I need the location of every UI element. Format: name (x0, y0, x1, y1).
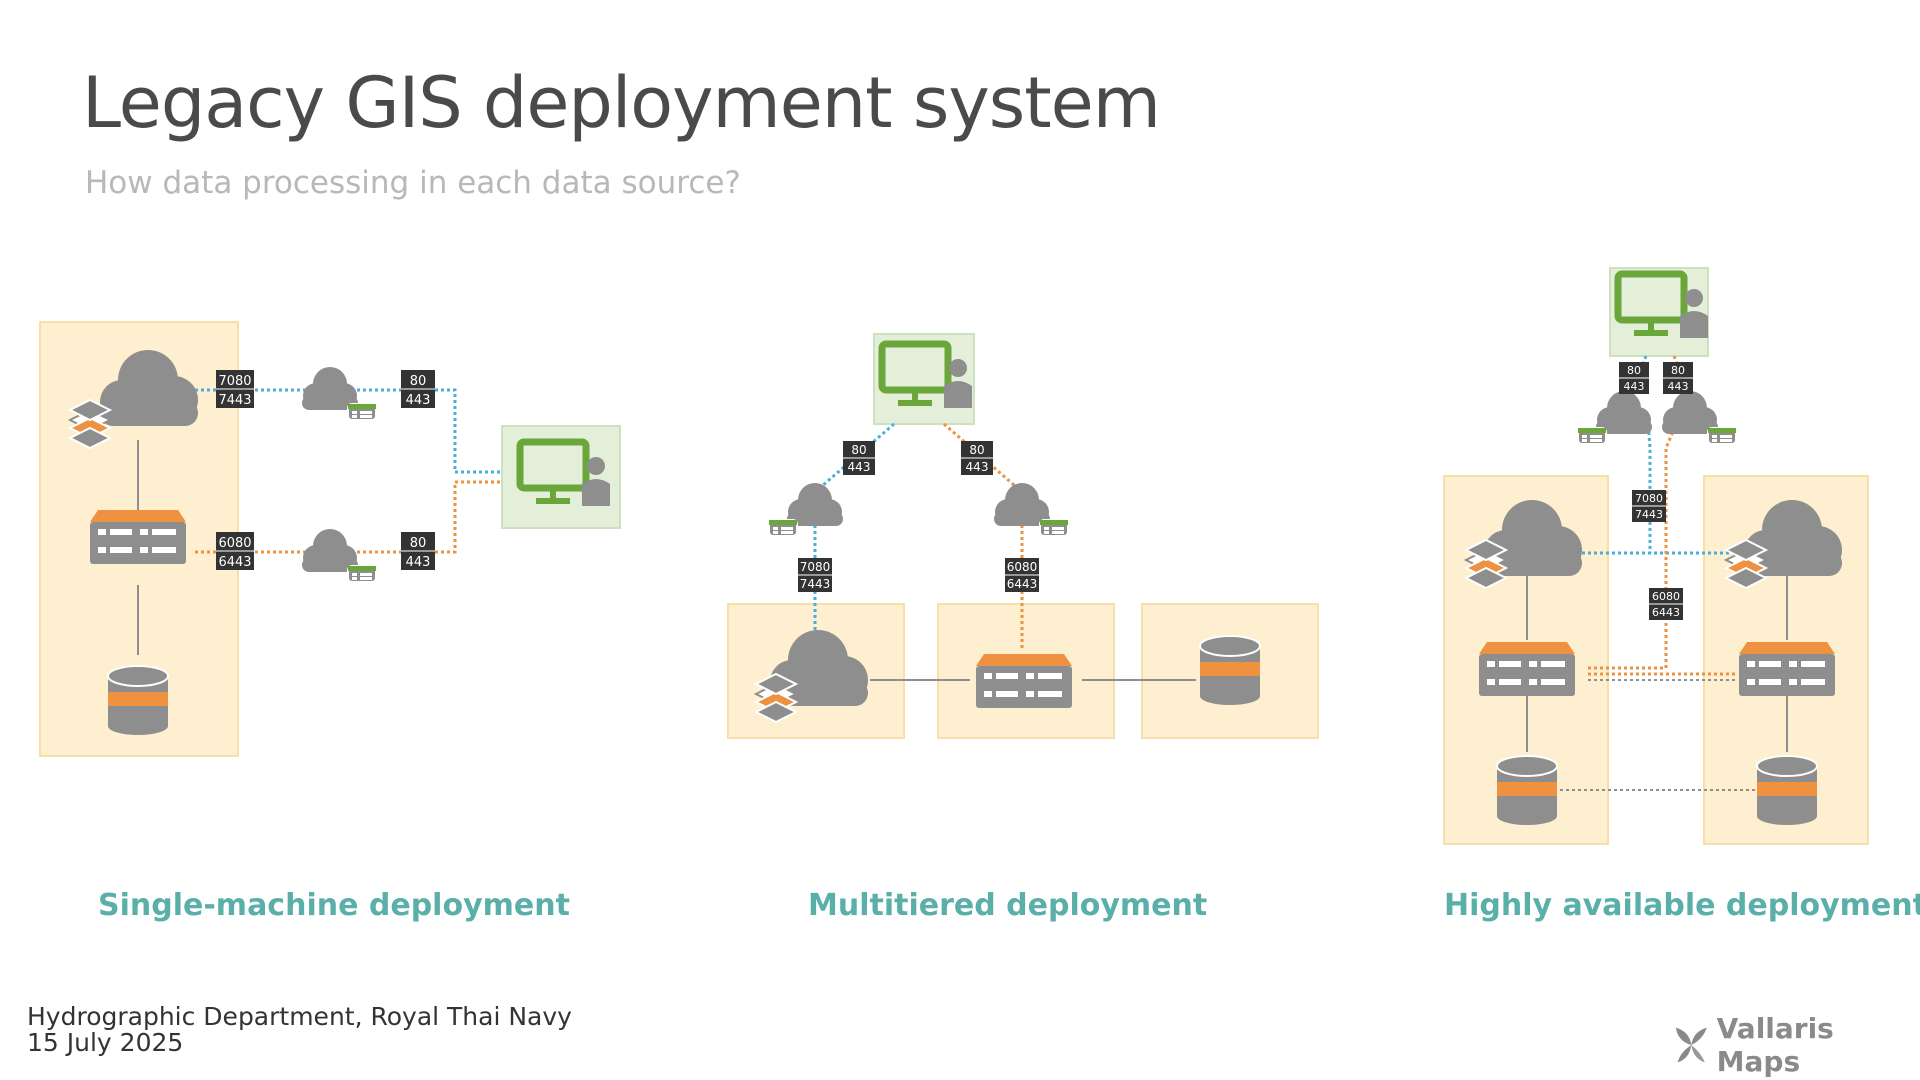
port-label: 80 443 (1663, 362, 1693, 394)
data-layers-icon (69, 399, 111, 449)
web-adaptor-cloud-icon (768, 482, 844, 537)
multitiered-diagram (727, 333, 1319, 739)
port-top: 7080 (800, 560, 831, 574)
port-bottom: 6443 (1652, 606, 1680, 619)
server-icon (1479, 642, 1575, 696)
database-icon (1199, 635, 1261, 706)
port-top: 6080 (1007, 560, 1038, 574)
port-label: 80 443 (401, 532, 435, 570)
port-bottom: 6443 (1007, 577, 1038, 591)
port-bottom: 443 (966, 460, 989, 474)
port-bottom: 7443 (218, 393, 251, 408)
server-icon (976, 654, 1072, 708)
port-top: 80 (969, 443, 984, 457)
port-label: 7080 7443 (798, 558, 832, 592)
port-bottom: 443 (1668, 380, 1689, 393)
server-icon (1739, 642, 1835, 696)
web-adaptor-cloud-icon (301, 528, 377, 583)
port-bottom: 443 (406, 393, 431, 408)
footer-date: 15 July 2025 (27, 1028, 184, 1057)
port-bottom: 443 (848, 460, 871, 474)
single-machine-caption: Single-machine deployment (98, 888, 570, 923)
port-top: 80 (1627, 364, 1641, 377)
page-title: Legacy GIS deployment system (82, 62, 1161, 144)
port-label: 6080 6443 (216, 532, 254, 570)
highly-available-caption: Highly available deployment (1444, 888, 1920, 923)
port-label: 7080 7443 (216, 370, 254, 408)
brand-logo: Vallaris Maps (1672, 1012, 1920, 1078)
port-label: 6080 6443 (1005, 558, 1039, 592)
single-machine-diagram (39, 321, 621, 757)
footer-organization: Hydrographic Department, Royal Thai Navy (27, 1002, 572, 1031)
port-bottom: 443 (1624, 380, 1645, 393)
web-adaptor-cloud-icon (993, 482, 1069, 537)
web-adaptor-server-icon (90, 510, 186, 564)
port-label: 6080 6443 (1649, 588, 1683, 620)
page-subtitle: How data processing in each data source? (85, 165, 741, 201)
highly-available-diagram (1443, 267, 1869, 845)
port-bottom: 443 (406, 555, 431, 570)
port-label: 80 443 (1619, 362, 1649, 394)
port-label: 7080 7443 (1632, 490, 1666, 522)
port-top: 6080 (218, 536, 251, 551)
port-bottom: 7443 (1635, 508, 1663, 521)
port-label: 80 443 (843, 441, 875, 475)
web-adaptor-cloud-icon (1661, 390, 1737, 445)
client-panel (873, 333, 975, 425)
database-icon (1496, 755, 1558, 826)
port-top: 80 (851, 443, 866, 457)
port-top: 80 (1671, 364, 1685, 377)
database-icon (107, 665, 169, 736)
multitiered-caption: Multitiered deployment (808, 888, 1208, 923)
port-top: 7080 (218, 374, 251, 389)
data-layers-icon (1725, 539, 1767, 589)
port-label: 80 443 (401, 370, 435, 408)
web-adaptor-cloud-icon (1577, 390, 1653, 445)
data-layers-icon (1465, 539, 1507, 589)
vallaris-leaf-logo-icon (1675, 1027, 1707, 1063)
port-top: 6080 (1652, 590, 1680, 603)
port-top: 80 (410, 374, 427, 389)
port-bottom: 6443 (218, 555, 251, 570)
brand-name: Vallaris Maps (1716, 1012, 1834, 1078)
port-bottom: 7443 (800, 577, 831, 591)
web-adaptor-cloud-icon (301, 366, 377, 421)
port-top: 7080 (1635, 492, 1663, 505)
database-icon (1756, 755, 1818, 826)
port-top: 80 (410, 536, 427, 551)
port-label: 80 443 (961, 441, 993, 475)
data-tier-panel (1141, 603, 1319, 739)
data-layers-icon (755, 673, 797, 723)
